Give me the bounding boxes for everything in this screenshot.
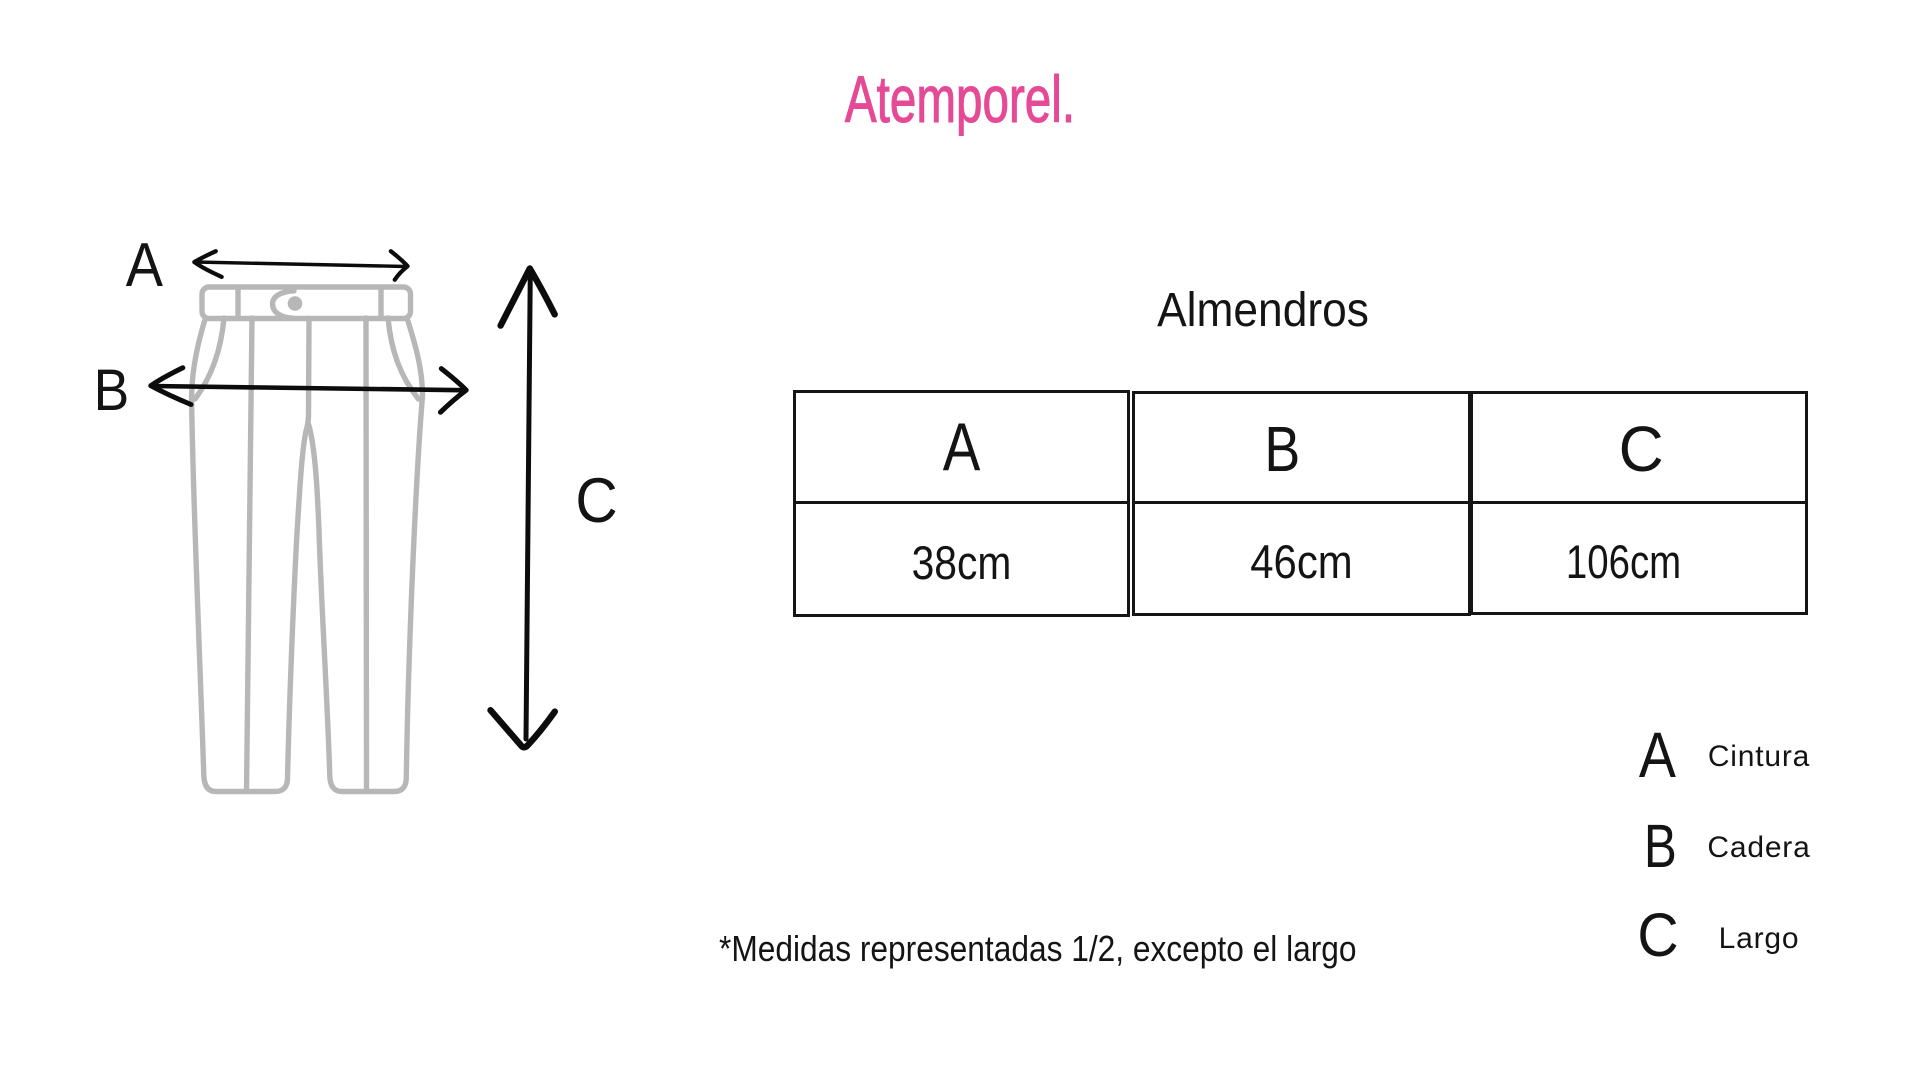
svg-text:C: C — [575, 465, 617, 535]
svg-text:A: A — [126, 231, 164, 299]
svg-text:B: B — [94, 358, 130, 423]
